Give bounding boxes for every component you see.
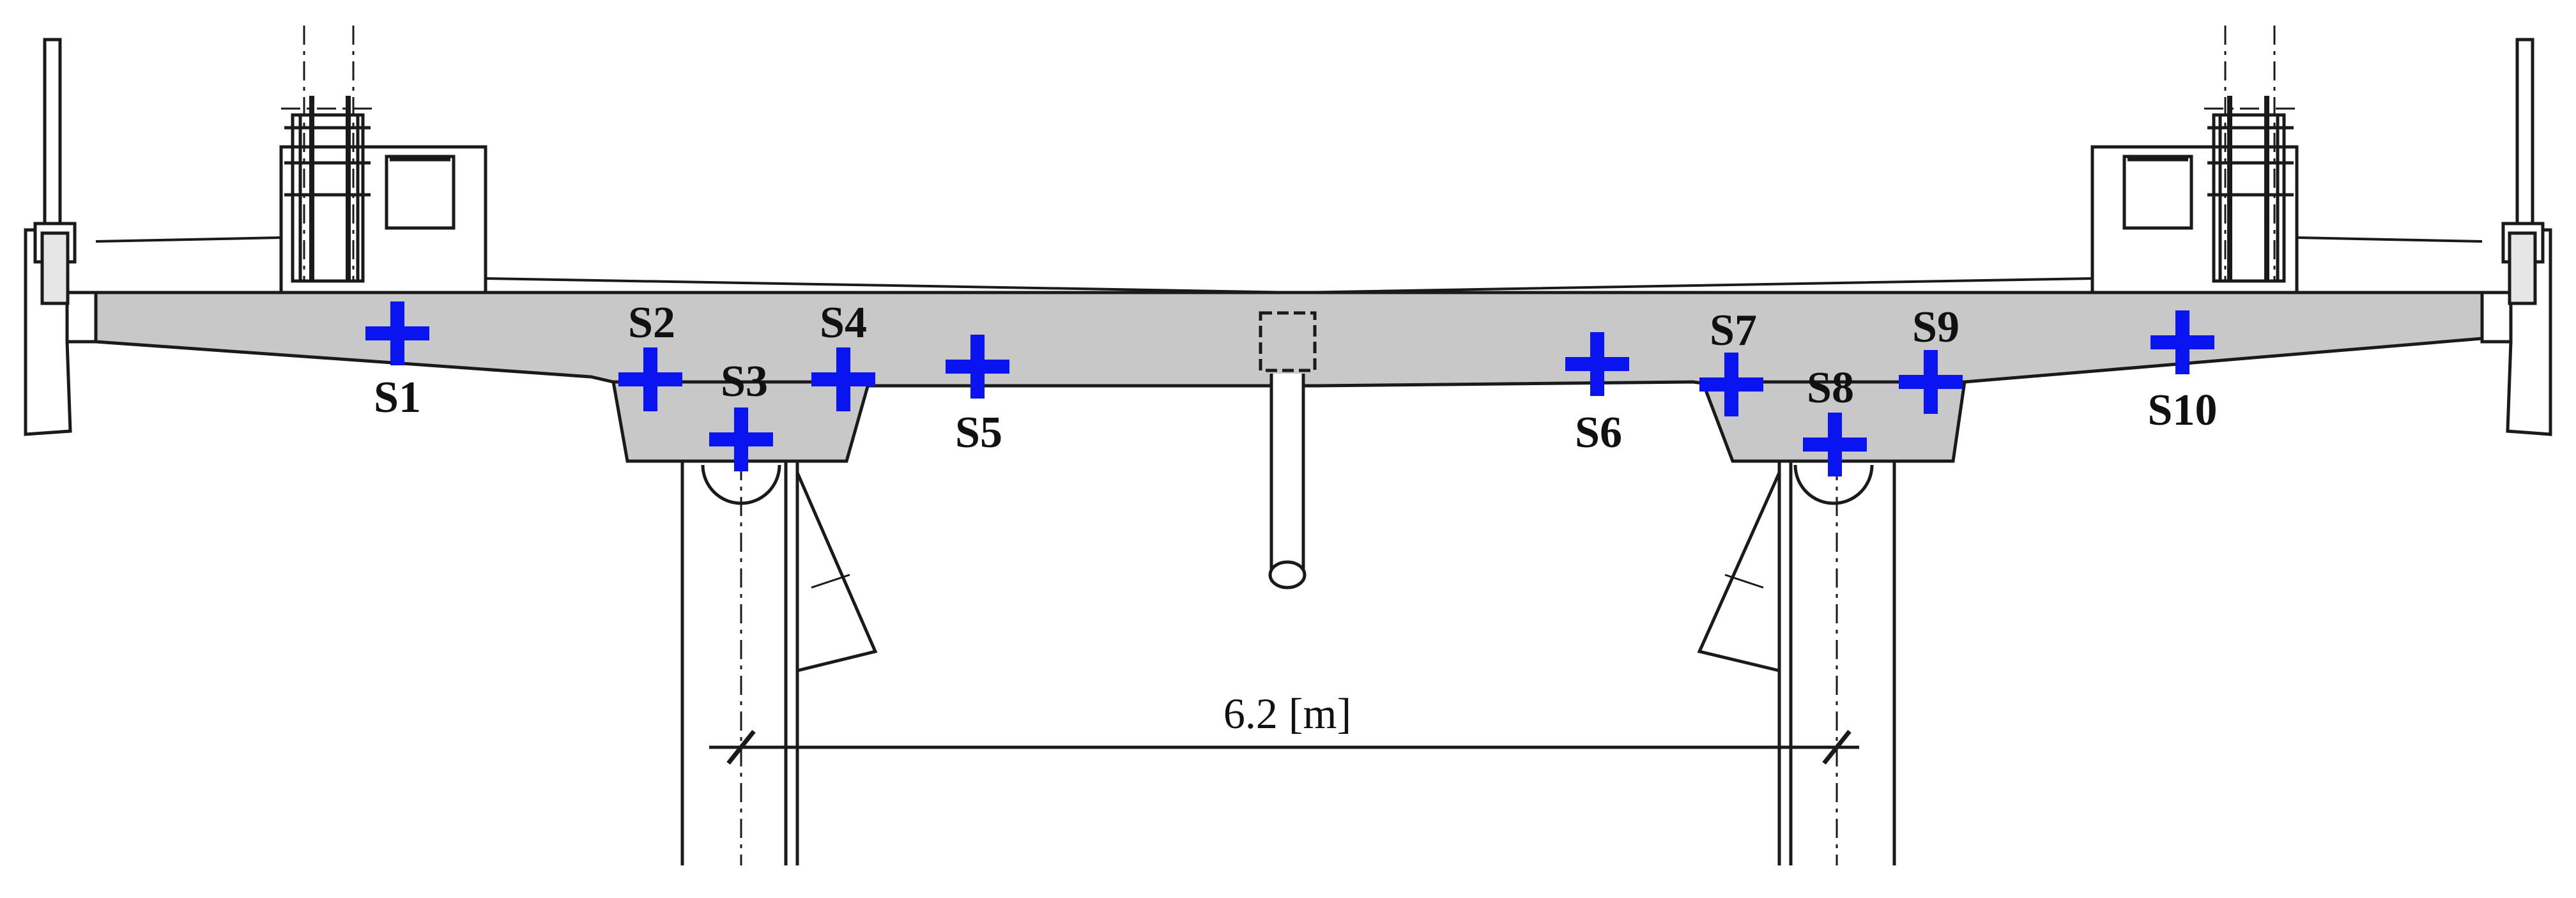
right-bearing bbox=[1793, 464, 1874, 505]
dimension-label: 6.2 [m] bbox=[1223, 689, 1351, 738]
drain-pipe-end bbox=[1268, 560, 1307, 590]
sensor-s7-marker bbox=[1699, 353, 1763, 416]
sensor-s7-label: S7 bbox=[1710, 306, 1757, 355]
sensor-s4-label: S4 bbox=[820, 298, 867, 347]
central-drain bbox=[1259, 311, 1317, 590]
right-barrier-frame bbox=[2212, 113, 2286, 283]
left-railing-base-inner bbox=[40, 231, 70, 305]
left-railing-post bbox=[43, 38, 62, 233]
sensor-s6-marker bbox=[1565, 332, 1629, 396]
sensor-s9-marker bbox=[1899, 350, 1963, 414]
left-column bbox=[680, 461, 878, 865]
sensor-s4-marker bbox=[811, 347, 875, 411]
drain-pipe bbox=[1269, 374, 1305, 582]
dimension-line bbox=[709, 729, 1859, 765]
right-railing-post bbox=[2515, 38, 2534, 233]
sensor-s1-marker bbox=[365, 301, 429, 365]
sensor-s2-marker bbox=[618, 347, 682, 411]
sensor-s2-label: S2 bbox=[628, 298, 675, 347]
dimension-tick-right bbox=[1822, 729, 1851, 765]
right-brace-angle bbox=[1724, 574, 1764, 589]
right-cornice bbox=[2480, 38, 2552, 436]
top-surface bbox=[95, 236, 2483, 294]
dimension-tick-left bbox=[726, 729, 756, 765]
sensor-s6-label: S6 bbox=[1575, 408, 1622, 457]
sensor-s1-label: S1 bbox=[374, 373, 421, 422]
right-axis-lines bbox=[2204, 26, 2297, 281]
left-brace bbox=[795, 472, 878, 673]
sensor-s8-marker bbox=[1803, 413, 1867, 476]
sensor-s9-label: S9 bbox=[1912, 303, 1959, 352]
left-sidewalk bbox=[279, 96, 487, 294]
left-cornice bbox=[24, 38, 98, 436]
sensor-markers bbox=[365, 301, 2214, 476]
sensor-s5-marker bbox=[946, 335, 1009, 399]
sensor-labels: S1 S2 S3 S4 S5 S6 S7 S8 S9 S10 bbox=[374, 298, 2217, 457]
right-column bbox=[1697, 461, 1896, 865]
sensor-s10-label: S10 bbox=[2148, 386, 2218, 435]
right-sidewalk bbox=[2090, 96, 2299, 294]
right-railing-base-inner bbox=[2508, 231, 2537, 305]
left-top-edge bbox=[95, 236, 282, 243]
left-duct bbox=[385, 155, 456, 230]
deck-body bbox=[94, 291, 2484, 388]
left-barrier-frame bbox=[291, 113, 365, 283]
right-brace bbox=[1697, 471, 1781, 673]
sensor-s5-label: S5 bbox=[955, 408, 1002, 457]
drain-inlet bbox=[1259, 311, 1317, 372]
left-axis-lines bbox=[281, 26, 374, 281]
sensor-s8-label: S8 bbox=[1807, 363, 1854, 413]
sensor-s3-label: S3 bbox=[721, 357, 768, 406]
right-duct bbox=[2122, 155, 2193, 230]
top-surface-line bbox=[485, 277, 2093, 294]
right-top-edge bbox=[2296, 236, 2483, 243]
sensor-s10-marker bbox=[2150, 310, 2214, 374]
sensor-s3-marker bbox=[709, 407, 773, 471]
left-brace-angle bbox=[811, 574, 850, 589]
